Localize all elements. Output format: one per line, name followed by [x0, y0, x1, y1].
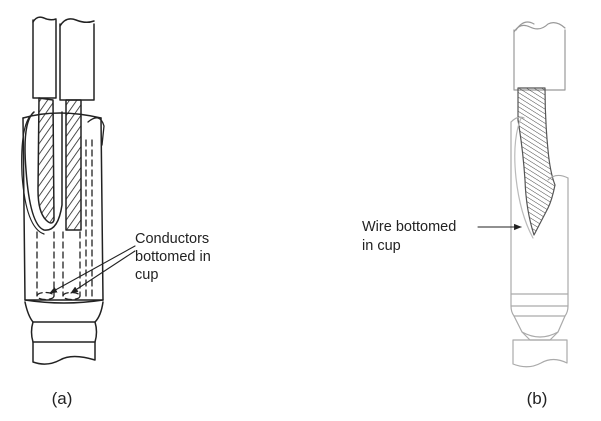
collar-b — [510, 293, 569, 341]
connector-barrel-b — [510, 116, 569, 295]
left-conductor — [37, 97, 55, 224]
collar — [24, 301, 104, 343]
annotation-a-line1: Conductors — [135, 231, 209, 247]
annotation-a-line2: bottomed in — [135, 249, 211, 265]
panel-a — [21, 16, 136, 365]
conductor-b — [517, 87, 556, 236]
wire-insulation-b — [513, 21, 566, 91]
right-wire-insulation — [59, 18, 95, 101]
right-conductor — [65, 99, 82, 231]
caption-a: (a) — [52, 389, 73, 408]
caption-b: (b) — [527, 389, 548, 408]
left-wire-insulation — [32, 16, 57, 99]
wire-loop — [24, 111, 63, 231]
annotation-b-line1: Wire bottomed — [362, 219, 456, 235]
annotation-a-line3: cup — [135, 267, 158, 283]
annotation-b-line2: in cup — [362, 238, 401, 254]
panel-b — [477, 21, 569, 368]
pin-body — [32, 341, 96, 365]
pin-body-b — [512, 339, 568, 368]
annotation-leaders-a — [49, 245, 136, 294]
